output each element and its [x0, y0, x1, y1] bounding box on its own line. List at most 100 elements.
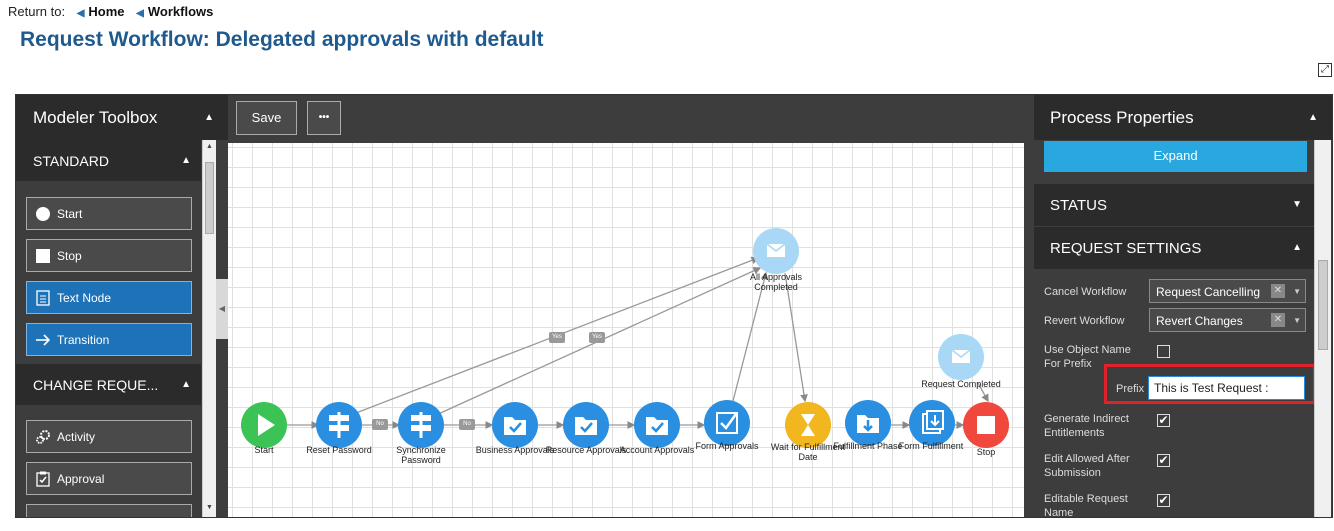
save-button[interactable]: Save — [236, 101, 297, 135]
breadcrumb-workflows[interactable]: ◀Workflows — [136, 4, 214, 19]
breadcrumb-home[interactable]: ◀Home — [76, 4, 125, 19]
node-label: Start — [254, 445, 274, 455]
stop-square-icon — [977, 416, 995, 434]
section-status[interactable]: STATUS ▼ — [1034, 184, 1314, 226]
return-to-label: Return to: — [8, 4, 66, 19]
folder-check-icon — [575, 417, 597, 435]
chevron-down-icon[interactable]: ▼ — [1293, 316, 1301, 325]
node-form-fulfillment[interactable] — [909, 400, 955, 446]
revert-workflow-select[interactable]: Revert Changes ✕ ▼ — [1149, 308, 1306, 332]
scroll-down-icon[interactable]: ▼ — [206, 504, 213, 511]
clear-icon[interactable]: ✕ — [1271, 284, 1285, 298]
toolbox-item-start[interactable]: Start — [26, 197, 192, 230]
use-object-name-checkbox[interactable] — [1157, 345, 1170, 358]
use-object-name-label: Use Object Name For Prefix — [1044, 344, 1131, 370]
circle-icon — [36, 207, 50, 221]
page-title: Request Workflow: Delegated approvals wi… — [20, 28, 544, 51]
editable-name-checkbox[interactable]: ✔ — [1157, 493, 1170, 507]
scroll-thumb[interactable] — [205, 162, 214, 234]
node-resource-approvals[interactable] — [563, 402, 609, 448]
envelope-icon — [766, 243, 786, 257]
generate-indirect-label: Generate Indirect Entitlements — [1044, 413, 1129, 439]
caret-down-icon: ▼ — [1292, 199, 1302, 210]
node-stop[interactable] — [963, 402, 1009, 448]
revert-workflow-label: Revert Workflow — [1044, 315, 1125, 327]
transition-tag-no[interactable]: No — [459, 419, 475, 430]
node-label: Synchronize Password — [396, 445, 446, 465]
node-label: All Approvals Completed — [749, 272, 803, 292]
caret-up-icon: ▲ — [1292, 242, 1302, 253]
folder-check-icon — [646, 417, 668, 435]
caret-up-icon: ▲ — [181, 155, 191, 166]
toolbox-item-more[interactable] — [26, 504, 192, 517]
forms-download-icon — [922, 410, 944, 434]
node-label: Stop — [976, 447, 996, 457]
node-label: Fulfillment Phase — [833, 441, 903, 451]
section-change-request[interactable]: CHANGE REQUE... ▲ — [16, 364, 201, 405]
caret-up-icon: ▲ — [181, 379, 191, 390]
prefix-input[interactable] — [1148, 376, 1305, 400]
cancel-workflow-select[interactable]: Request Cancelling ✕ ▼ — [1149, 279, 1306, 303]
signpost-icon — [329, 412, 349, 438]
clipboard-check-icon — [36, 471, 50, 487]
workflow-modeler: Modeler Toolbox ▲ STANDARD ▲ Start Stop … — [15, 94, 1333, 518]
section-request-settings[interactable]: REQUEST SETTINGS ▲ — [1034, 227, 1314, 269]
caret-up-icon: ▲ — [204, 112, 214, 123]
node-business-approvals[interactable] — [492, 402, 538, 448]
section-standard[interactable]: STANDARD ▲ — [16, 140, 201, 181]
form-check-icon — [716, 412, 738, 434]
properties-header[interactable]: Process Properties ▲ — [1034, 95, 1332, 140]
folder-check-icon — [504, 417, 526, 435]
node-all-approvals-completed[interactable] — [753, 228, 799, 274]
cancel-workflow-label: Cancel Workflow — [1044, 286, 1127, 298]
gears-icon — [36, 430, 50, 444]
square-icon — [36, 249, 50, 263]
transition-tag-no[interactable]: No — [372, 419, 388, 430]
toolbox-item-text-node[interactable]: Text Node — [26, 281, 192, 314]
toolbox-item-stop[interactable]: Stop — [26, 239, 192, 272]
toolbox-item-activity[interactable]: Activity — [26, 420, 192, 453]
node-start[interactable] — [241, 402, 287, 448]
node-wait-for-fulfillment[interactable] — [785, 402, 831, 448]
transition-tag-yes[interactable]: Yes — [549, 332, 565, 343]
canvas-toolbar: Save ••• — [228, 95, 1024, 143]
document-icon — [36, 290, 50, 306]
transition-tag-yes[interactable]: Yes — [589, 332, 605, 343]
toolbox-item-transition[interactable]: Transition — [26, 323, 192, 356]
editable-name-label: Editable Request Name — [1044, 493, 1128, 518]
node-fulfillment-phase[interactable] — [845, 400, 891, 446]
chevron-down-icon[interactable]: ▼ — [1293, 287, 1301, 296]
workflow-canvas[interactable]: ◀ ▶ No No — [216, 143, 1036, 517]
generate-indirect-checkbox[interactable]: ✔ — [1157, 413, 1170, 427]
modeler-toolbox: Modeler Toolbox ▲ STANDARD ▲ Start Stop … — [16, 95, 228, 517]
expand-button[interactable]: Expand — [1044, 141, 1307, 172]
node-label: Request Completed — [921, 379, 1001, 389]
transition-lines — [287, 256, 989, 429]
scroll-up-icon[interactable]: ▲ — [206, 143, 213, 150]
toolbox-item-approval[interactable]: Approval — [26, 462, 192, 495]
more-options-button[interactable]: ••• — [307, 101, 341, 135]
toolbox-header[interactable]: Modeler Toolbox ▲ — [16, 95, 228, 140]
node-label: Wait for Fulfillment Date — [770, 442, 846, 462]
scroll-thumb[interactable] — [1318, 260, 1328, 350]
node-synchronize-password[interactable] — [398, 402, 444, 448]
collapse-left-handle[interactable]: ◀ — [216, 279, 228, 339]
node-label: Form Fulfillment — [898, 441, 964, 451]
clear-icon[interactable]: ✕ — [1271, 313, 1285, 327]
node-label: Account Approvals — [619, 445, 695, 455]
node-label: Resource Approvals — [545, 445, 627, 455]
node-label: Business Approvals — [475, 445, 555, 455]
hourglass-icon — [801, 414, 815, 436]
node-request-completed[interactable] — [938, 334, 984, 380]
fullscreen-icon[interactable]: ⤢ — [1318, 63, 1332, 77]
properties-scrollbar[interactable] — [1314, 140, 1331, 517]
node-form-approvals[interactable] — [704, 400, 750, 446]
caret-up-icon: ▲ — [1308, 112, 1318, 123]
prefix-label: Prefix — [1116, 383, 1145, 395]
envelope-icon — [951, 349, 971, 363]
signpost-icon — [411, 412, 431, 438]
node-account-approvals[interactable] — [634, 402, 680, 448]
node-reset-password[interactable] — [316, 402, 362, 448]
edit-allowed-checkbox[interactable]: ✔ — [1157, 453, 1170, 467]
toolbox-scrollbar[interactable]: ▲ ▼ — [202, 140, 216, 517]
